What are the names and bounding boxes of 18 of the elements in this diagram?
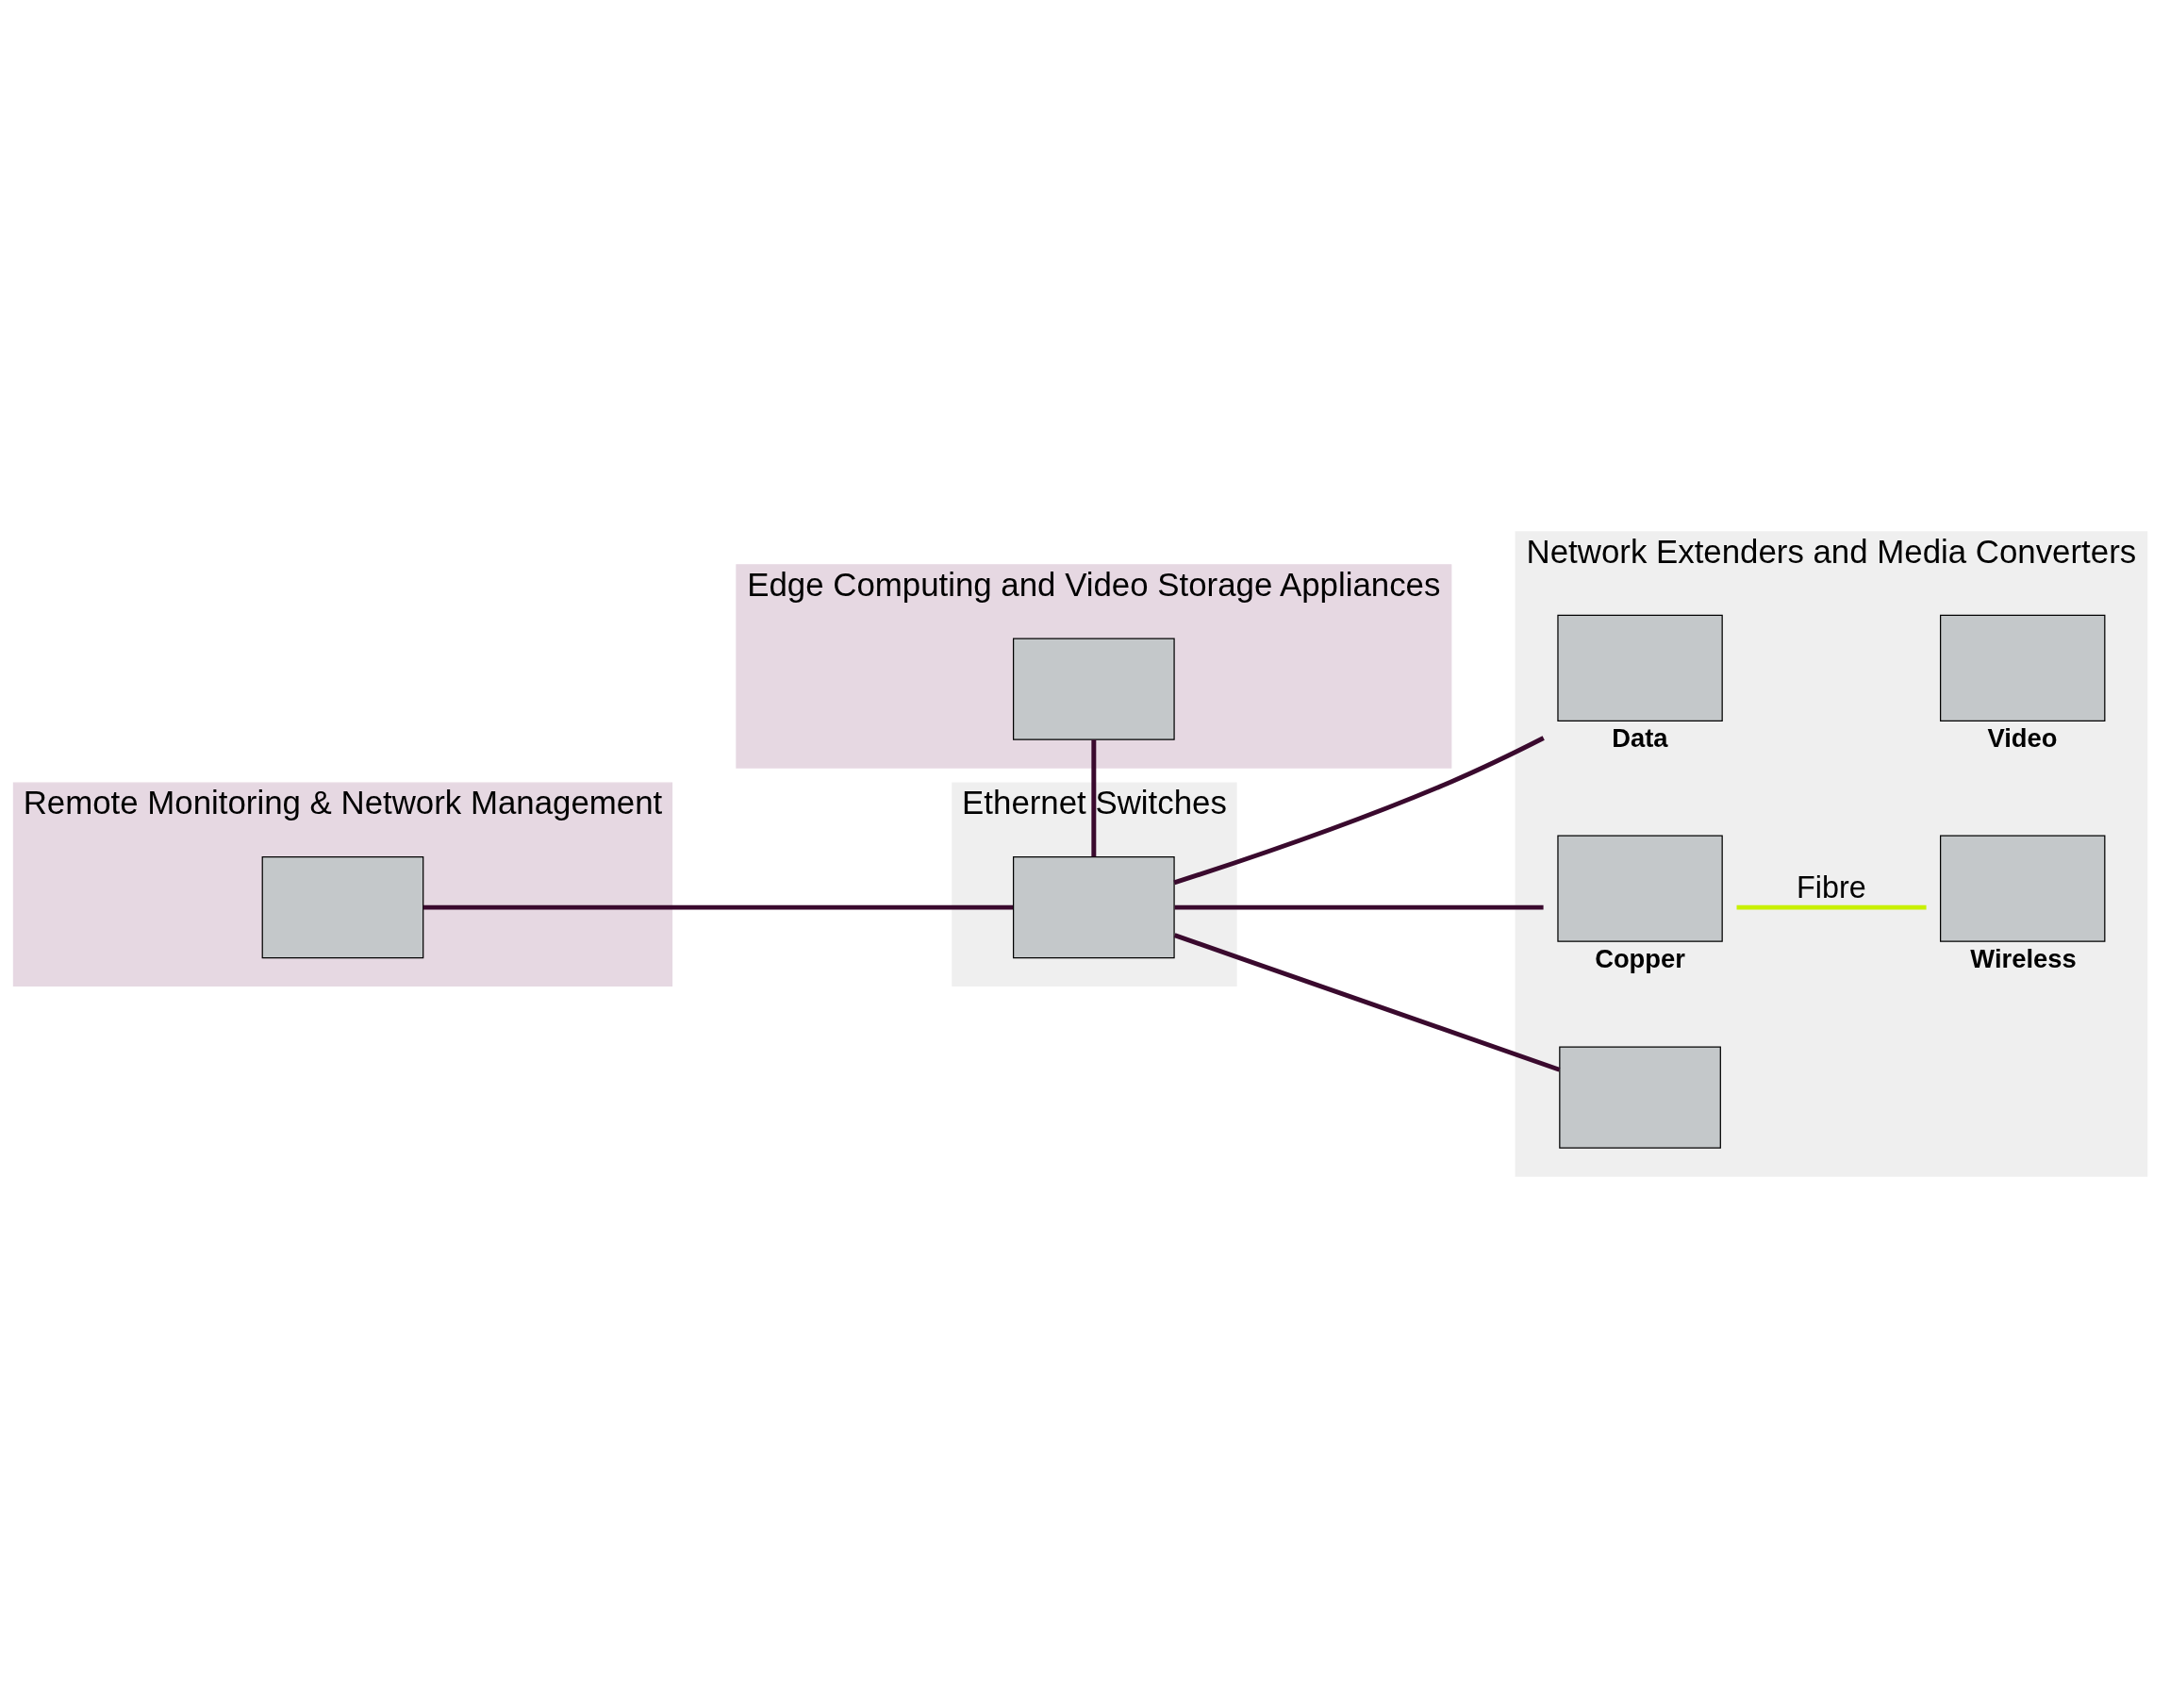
connector [1173, 736, 1545, 886]
cluster: Edge Computing and Video Storage Appliances [736, 564, 1452, 769]
connector [1736, 904, 1927, 910]
node-box [261, 856, 424, 959]
connector [1174, 904, 1544, 910]
node-label: Data [1612, 723, 1668, 754]
connector [1173, 933, 1561, 1072]
node-label: Wireless [1970, 944, 2077, 974]
node-box [1013, 638, 1175, 740]
node-box [1559, 1046, 1721, 1149]
node-label: Copper [1595, 944, 1685, 974]
cluster: Remote Monitoring & Network Management [12, 782, 673, 987]
connector [1091, 739, 1097, 857]
connector [422, 904, 1014, 910]
node-box [1013, 856, 1175, 959]
node-label: Video [1987, 723, 2058, 754]
edge-label: Fibre [1797, 870, 1866, 904]
cluster: Ethernet Switches [952, 782, 1237, 987]
